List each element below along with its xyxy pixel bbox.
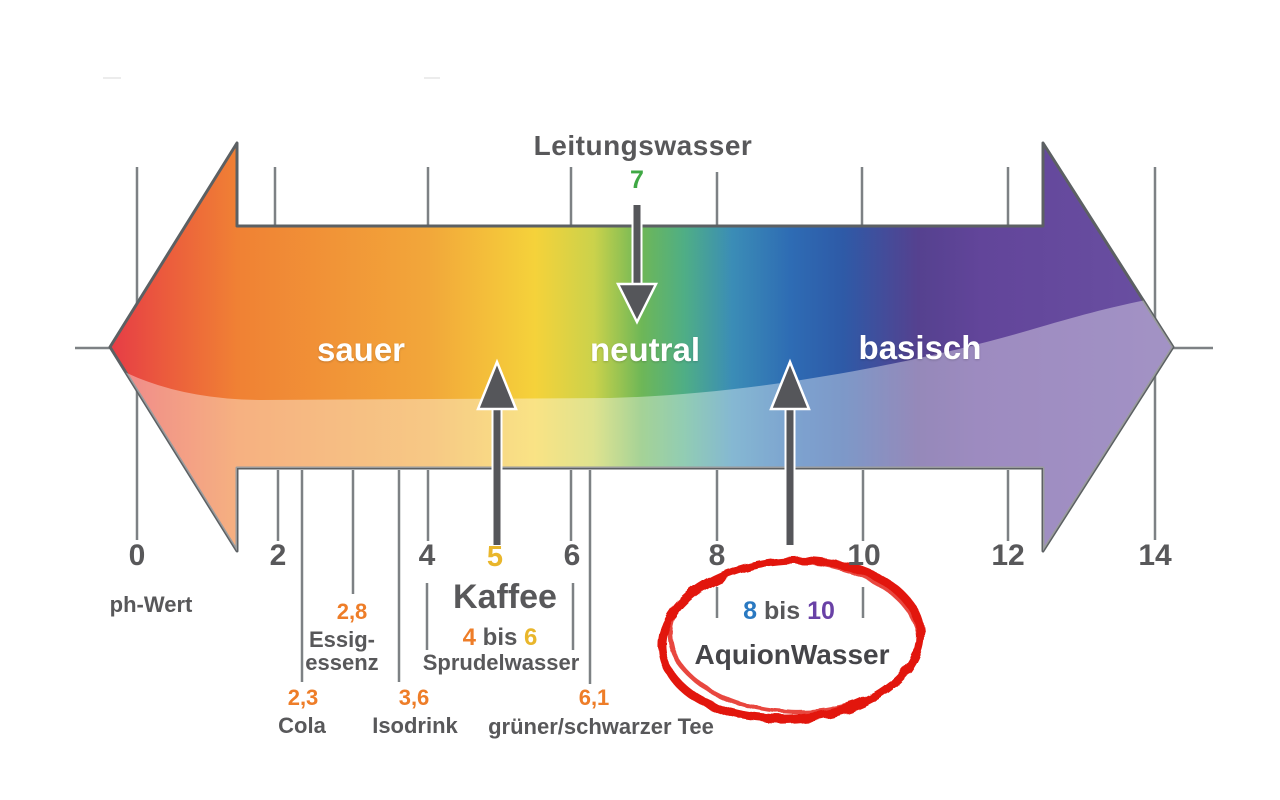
highlight-circle — [657, 556, 925, 724]
isodrink-label: Isodrink — [372, 713, 458, 738]
aquion-range-from: 8 — [743, 597, 758, 625]
aquion-label: AquionWasser — [694, 639, 890, 670]
axis-number-12: 12 — [991, 539, 1025, 572]
region-label-sauer: sauer — [316, 331, 406, 368]
tick-marks — [75, 167, 1213, 684]
axis-number-10: 10 — [847, 539, 881, 572]
aquion-range-conj: bis — [763, 597, 801, 625]
ph-gradient-arrow — [108, 141, 1175, 553]
axis-number-4: 4 — [418, 539, 436, 572]
arrow-gloss-swoosh — [110, 290, 1173, 551]
kaffee-range-conj: bis — [482, 624, 518, 651]
aquion-range-to: 10 — [807, 597, 835, 625]
essig-label-line2: essenz — [305, 650, 379, 675]
tap-water-ph-value: 7 — [630, 166, 644, 194]
kaffee-ph-range: 4 bis 6 — [463, 624, 538, 652]
kaffee-range-from: 4 — [462, 624, 476, 651]
essig-ph-value: 2,8 — [336, 599, 368, 624]
axis-number-2: 2 — [269, 539, 287, 572]
aquion-ph-range: 8 bis 10 — [743, 597, 835, 626]
essig-label: Essig-essenz — [305, 628, 378, 674]
axis-number-14: 14 — [1138, 539, 1172, 572]
scan-smudges — [103, 77, 440, 79]
kaffee-range-to: 6 — [524, 624, 538, 651]
axis-number-6: 6 — [563, 539, 581, 572]
essig-label-line1: Essig- — [308, 627, 376, 652]
tee-ph-value: 6,1 — [578, 685, 610, 710]
axis-label: ph-Wert — [109, 592, 193, 617]
tap-water-down-arrow-icon — [615, 205, 659, 325]
region-label-neutral: neutral — [589, 331, 701, 368]
isodrink-ph-value: 3,6 — [398, 685, 430, 710]
sprudelwasser-label: Sprudelwasser — [422, 650, 580, 675]
axis-number-8: 8 — [708, 539, 726, 572]
cola-label: Cola — [278, 713, 326, 738]
tap-water-title: Leitungswasser — [533, 130, 753, 161]
kaffee-label: Kaffee — [453, 578, 557, 616]
cola-ph-value: 2,3 — [287, 685, 319, 710]
aquion-up-arrow-icon — [769, 358, 811, 545]
axis-number-5: 5 — [486, 541, 504, 573]
axis-number-0: 0 — [128, 539, 146, 572]
kaffee-up-arrow-icon — [476, 358, 518, 545]
tee-label: grüner/schwarzer Tee — [488, 714, 714, 739]
region-label-basisch: basisch — [858, 329, 982, 366]
